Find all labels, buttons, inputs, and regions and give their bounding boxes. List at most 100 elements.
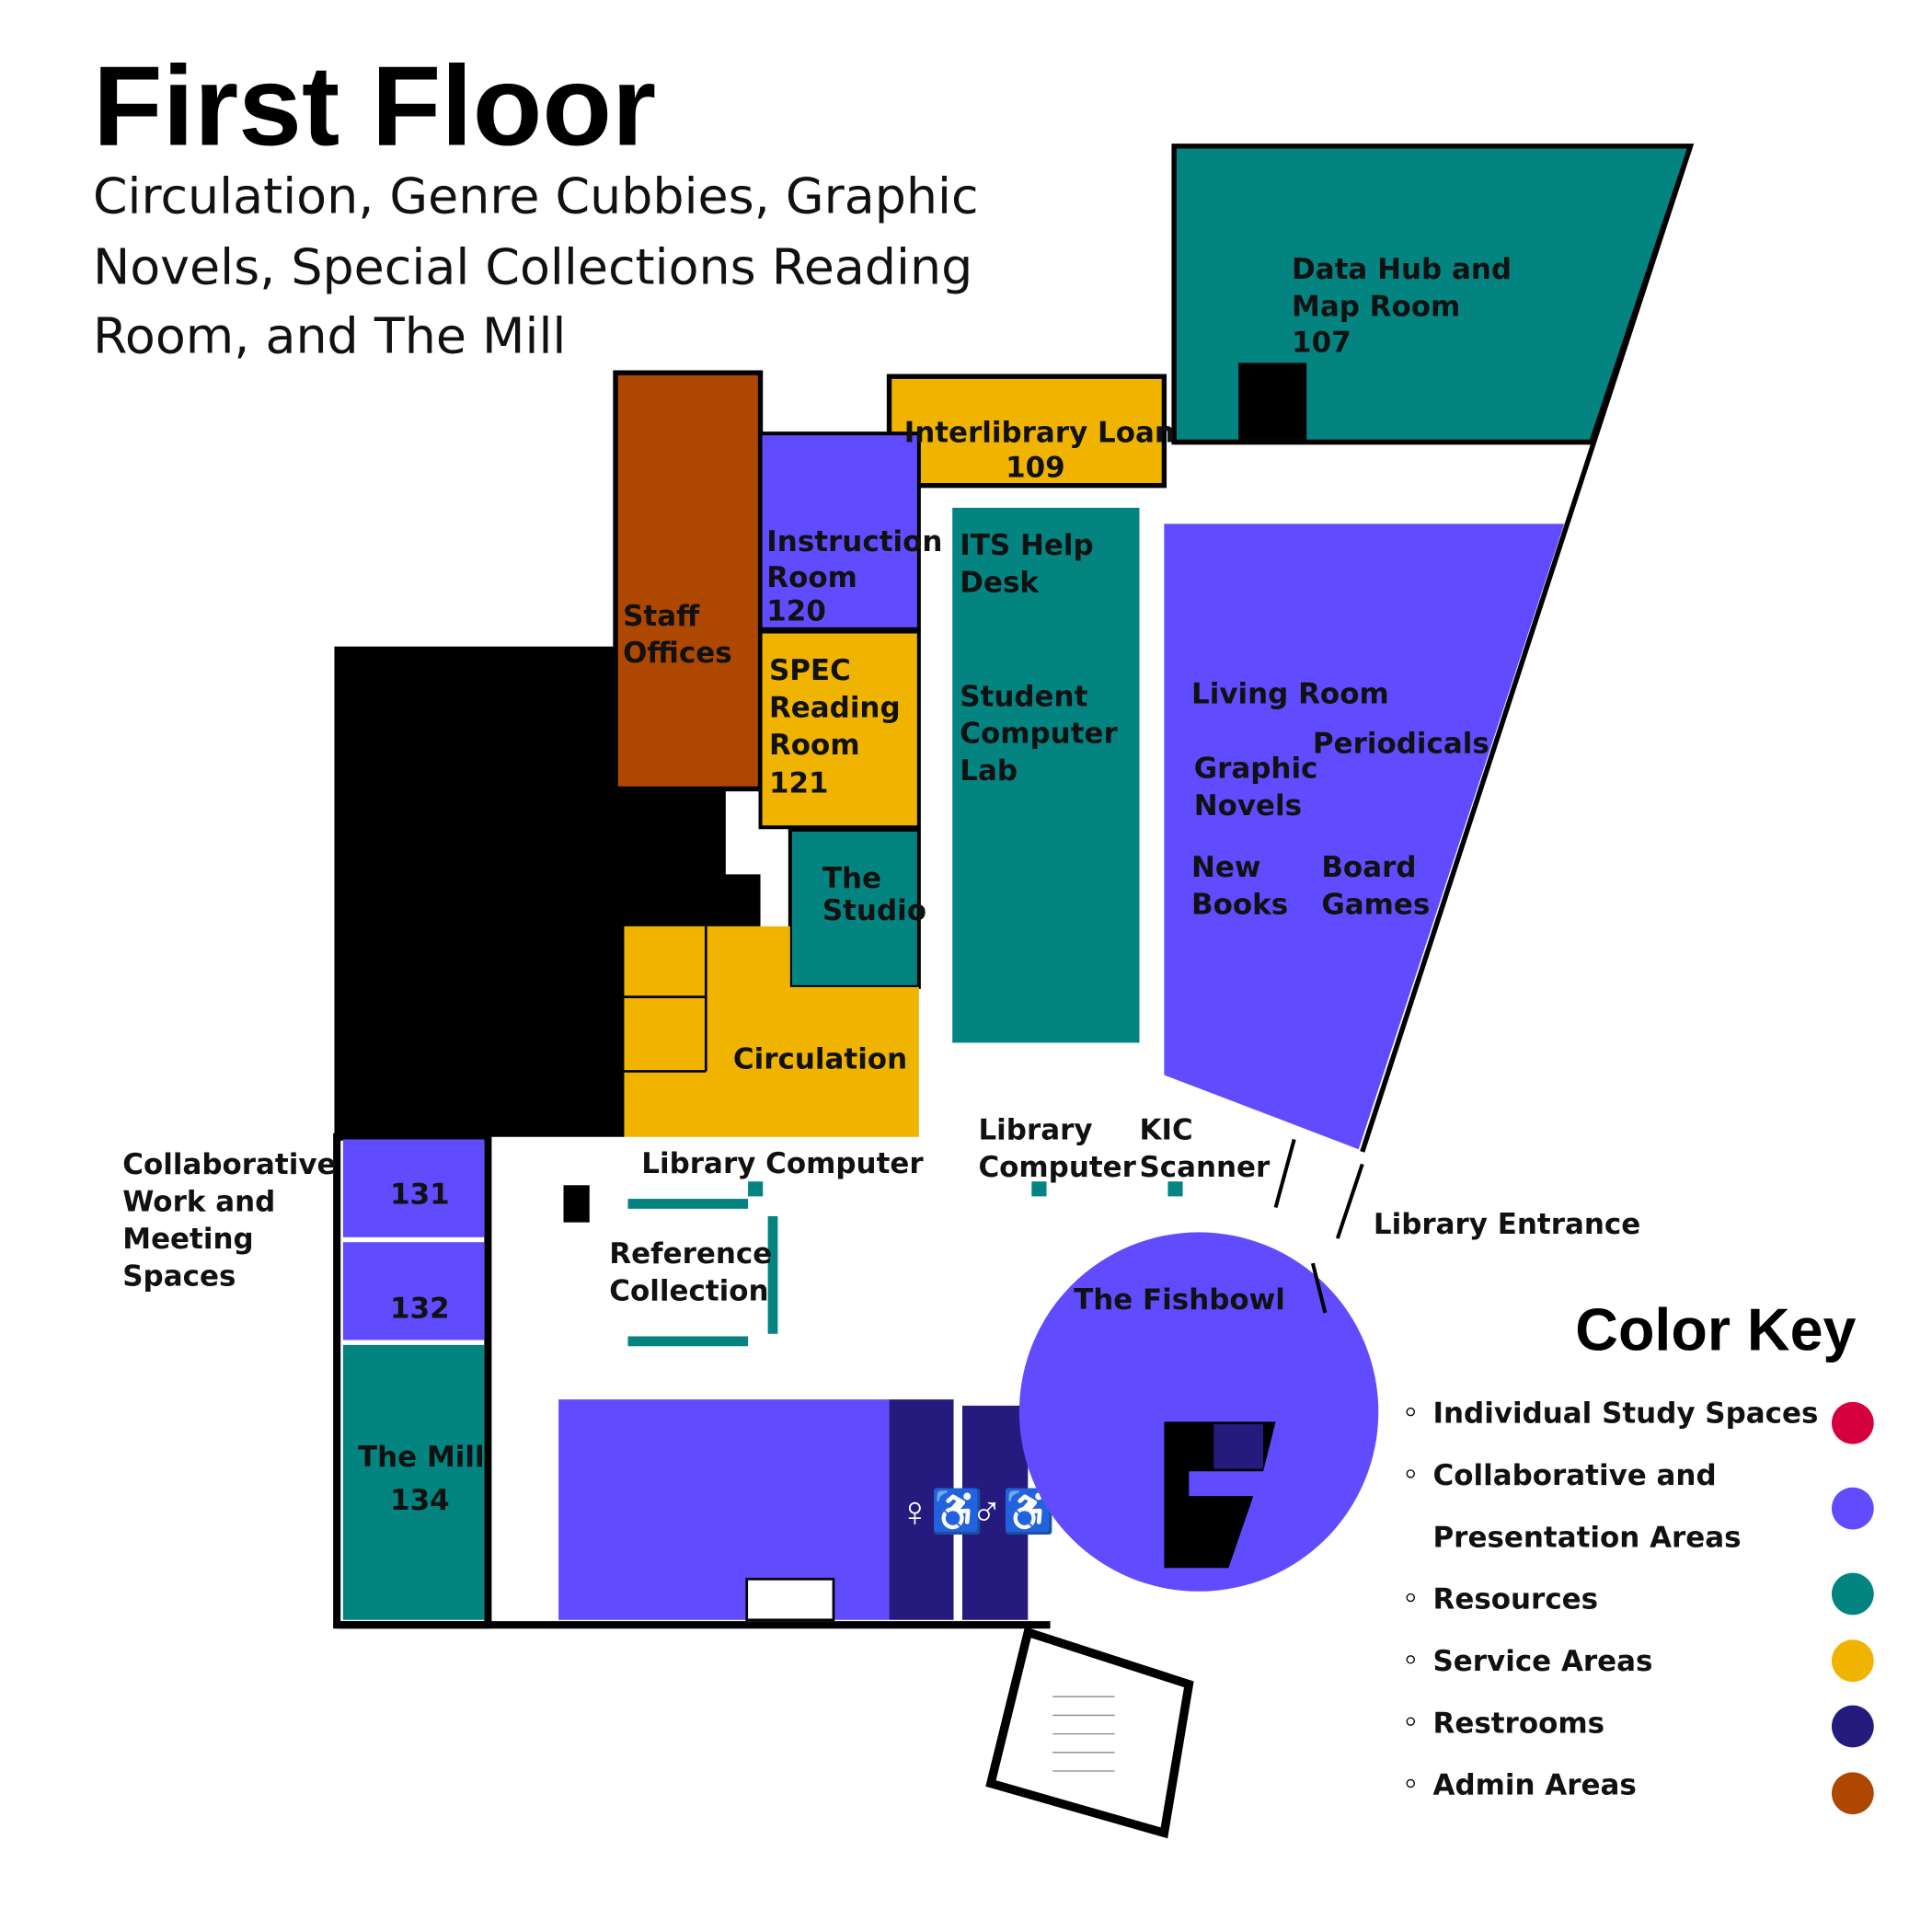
lab-label-3: Lab [960,754,1018,788]
room-labels: Data Hub and Map Room 107 Interlibrary L… [122,253,1640,1517]
studio-label-1: The [822,862,881,895]
its-lab-area[interactable] [952,507,1140,1043]
data-hub-label-1: Data Hub and [1292,253,1512,286]
legend-item-service: Service Areas [1406,1639,1874,1683]
instruction-label-2: Room [766,561,857,594]
legend-item-restrooms: Restrooms [1406,1705,1874,1748]
bullet-icon [1406,1407,1415,1417]
circulation-label: Circulation [733,1043,907,1076]
staff-label-1: Staff [623,600,700,633]
subtitle-line-2: Novels, Special Collections Reading [93,237,972,295]
new-books-label-1: New [1191,851,1261,884]
interlibrary-loan-room[interactable] [886,374,1167,489]
column-block [563,1185,590,1223]
legend-item-admin: Admin Areas [1406,1769,1874,1815]
restroom-men[interactable] [961,1405,1029,1620]
kic-scanner [1167,1181,1183,1197]
room-131-label: 131 [390,1178,450,1211]
legend-label: Resources [1433,1583,1599,1616]
instruction-room[interactable] [758,431,921,631]
bullet-icon [1406,1717,1415,1726]
graphic-novels-label-2: Novels [1194,789,1302,822]
room-131[interactable] [342,1139,485,1237]
living-room-area[interactable] [1164,523,1565,1150]
restroom-women-icon: ♀♿ [899,1487,983,1535]
bullet-icon [1406,1469,1415,1478]
room-132[interactable] [342,1242,485,1340]
spec-label-2: Reading [769,691,901,724]
legend-label: Individual Study Spaces [1433,1397,1819,1431]
reference-shelf-side [767,1215,778,1334]
stair-cutout [745,1578,835,1622]
library-computer-2 [1031,1181,1047,1197]
fishbowl-room[interactable] [1018,1232,1379,1592]
restroom-women[interactable] [889,1399,954,1620]
east-wall [1174,145,1694,1153]
reference-shelf-bottom [627,1336,749,1347]
collab-label-2: Work and [122,1186,275,1219]
entrance-doors [1273,1138,1364,1314]
fishbowl-label: The Fishbowl [1074,1283,1285,1317]
spec-label-4: 121 [769,767,829,800]
data-hub-label-3: 107 [1292,326,1351,359]
collab-label-1: Collaborative [122,1148,336,1181]
legend-swatch-resources [1831,1572,1874,1616]
collab-label-4: Spaces [122,1259,236,1293]
data-hub-label-2: Map Room [1292,290,1460,323]
staff-black-block [334,646,761,1137]
stairwell [985,1627,1194,1839]
legend-label-2: Presentation Areas [1433,1521,1742,1554]
south-study-area[interactable] [558,1399,890,1620]
building: ♀♿ ♂♿ [333,144,1695,1839]
library-computer-2-label-2: Computer [978,1151,1136,1184]
ill-label-1: Interlibrary Loan [904,417,1175,450]
staff-label-2: Offices [623,637,732,670]
spec-reading-room[interactable] [758,629,921,830]
legend-item-collaborative: Collaborative and Presentation Areas [1406,1459,1874,1554]
subtitle-line-3: Room, and The Mill [93,307,566,365]
staff-offices-room[interactable] [613,370,764,792]
spec-label-3: Room [769,729,860,762]
entrance-label: Library Entrance [1374,1208,1640,1241]
color-key-title: Color Key [1575,1296,1856,1363]
spec-label-1: SPEC [769,654,851,687]
legend-item-individual: Individual Study Spaces [1406,1397,1874,1444]
periodicals-label: Periodicals [1313,727,1489,760]
circulation-desk-lines [624,926,707,1073]
stair-treads [1052,1696,1115,1772]
new-books-label-2: Books [1191,888,1288,921]
page-title: First Floor [93,43,656,170]
its-label-1: ITS Help [960,529,1093,562]
data-hub-black-block [1238,362,1307,440]
mill-label-1: The Mill [358,1441,485,1474]
mill-label-2: 134 [390,1484,450,1517]
subtitle-line-1: Circulation, Genre Cubbies, Graphic [93,167,979,225]
bullet-icon [1406,1593,1415,1603]
legend-swatch-individual [1831,1401,1874,1444]
board-games-label-1: Board [1321,851,1416,884]
its-label-2: Desk [960,566,1040,599]
kic-label-2: Scanner [1139,1151,1271,1184]
reference-label-1: Reference [609,1237,772,1271]
circulation-area[interactable] [624,926,919,1137]
legend-label: Admin Areas [1433,1769,1637,1802]
graphic-novels-label-1: Graphic [1194,752,1318,785]
library-computer-2-label-1: Library [978,1113,1092,1146]
studio-room[interactable] [788,827,921,989]
the-mill-room[interactable] [342,1344,485,1620]
library-computer-1 [748,1181,764,1197]
board-games-label-2: Games [1321,888,1430,921]
instruction-label-1: Instruction [766,525,942,558]
legend-label: Collaborative and [1433,1459,1717,1492]
fishbowl-restroom[interactable] [1213,1424,1264,1469]
lab-label-2: Computer [960,718,1118,751]
legend-swatch-collaborative [1831,1487,1874,1530]
reference-label-2: Collection [609,1274,768,1307]
legend-swatch-service [1831,1639,1874,1683]
studio-label-2: Studio [822,894,926,927]
library-computer-label: Library Computer [641,1147,924,1180]
legend-item-resources: Resources [1406,1572,1874,1616]
bullet-icon [1406,1778,1415,1788]
instruction-label-3: 120 [766,594,826,627]
